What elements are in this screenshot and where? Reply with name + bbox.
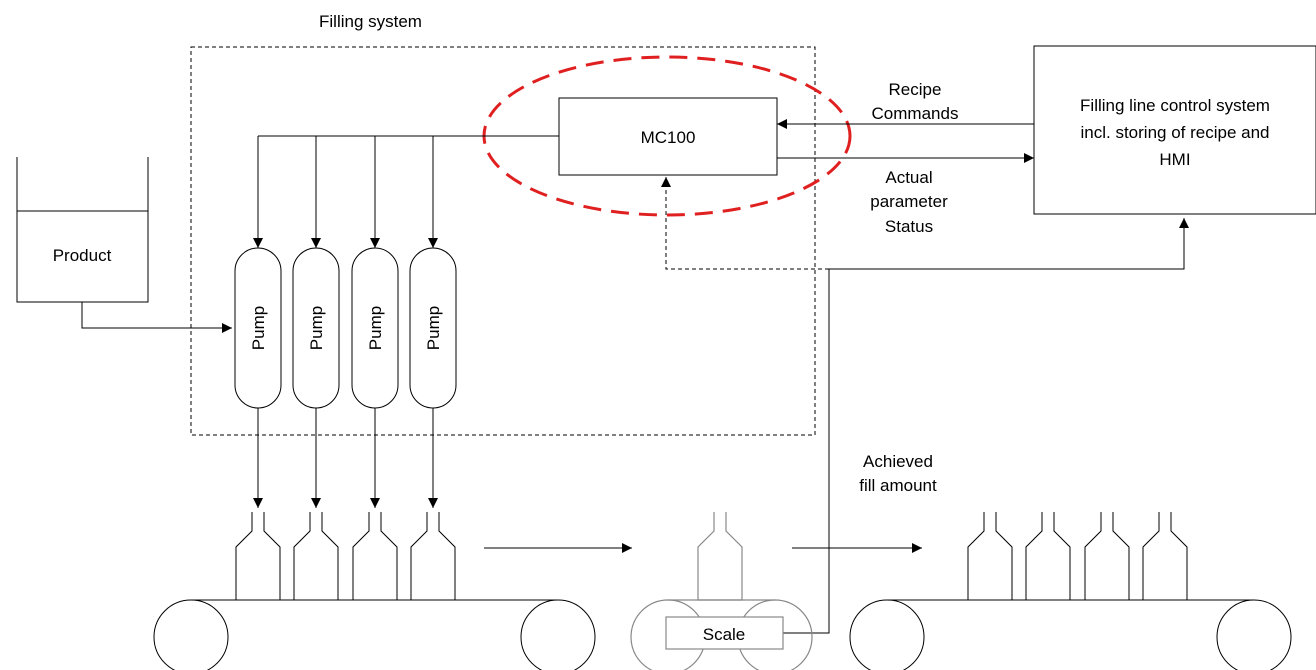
control-system-line-3: HMI bbox=[1159, 150, 1190, 169]
recipe-label: Recipe bbox=[889, 80, 942, 99]
control-system-box bbox=[1033, 45, 1316, 215]
filled-bottle-3 bbox=[1084, 512, 1130, 601]
filling-system-title: Filling system bbox=[319, 12, 422, 31]
bottle-2 bbox=[293, 512, 339, 601]
pump-1: Pump bbox=[234, 247, 282, 409]
fill-amount-to-mc100-dashed-line bbox=[661, 177, 829, 270]
product-feed-arrow bbox=[81, 302, 232, 333]
pump-3: Pump bbox=[351, 247, 399, 409]
bottle-1 bbox=[235, 512, 281, 601]
scale-label: Scale bbox=[703, 625, 746, 644]
status-label: Status bbox=[885, 217, 933, 236]
pump-2: Pump bbox=[292, 247, 340, 409]
pump-2-label: Pump bbox=[307, 306, 326, 350]
scale-station: Scale bbox=[630, 512, 813, 670]
filling-system-boundary bbox=[190, 46, 816, 436]
actual-label: Actual bbox=[885, 168, 932, 187]
pump-4-label: Pump bbox=[424, 306, 443, 350]
parameter-label: parameter bbox=[870, 192, 948, 211]
product-tank: Product bbox=[16, 157, 149, 303]
pump-1-label: Pump bbox=[249, 306, 268, 350]
achieved-label: Achieved bbox=[863, 452, 933, 471]
scale-box bbox=[665, 616, 784, 650]
filled-bottle-4 bbox=[1142, 512, 1188, 601]
filled-bottle-1 bbox=[967, 512, 1013, 601]
bottle-3 bbox=[352, 512, 398, 601]
filled-bottle-2 bbox=[1025, 512, 1071, 601]
commands-label: Commands bbox=[872, 104, 959, 123]
pump-4: Pump bbox=[409, 247, 457, 409]
control-system-line-1: Filling line control system bbox=[1080, 96, 1270, 115]
fill-amount-label: fill amount bbox=[859, 476, 937, 495]
conveyor-output bbox=[849, 599, 1292, 670]
product-label: Product bbox=[53, 246, 112, 265]
mc100-label: MC100 bbox=[641, 128, 696, 147]
fill-amount-to-control-system-line bbox=[783, 218, 1189, 634]
control-system-line-2: incl. storing of recipe and bbox=[1081, 123, 1270, 142]
pump-3-label: Pump bbox=[366, 306, 385, 350]
conveyor-filling bbox=[153, 599, 596, 670]
bottle-on-scale bbox=[697, 512, 743, 601]
bottle-4 bbox=[410, 512, 456, 601]
